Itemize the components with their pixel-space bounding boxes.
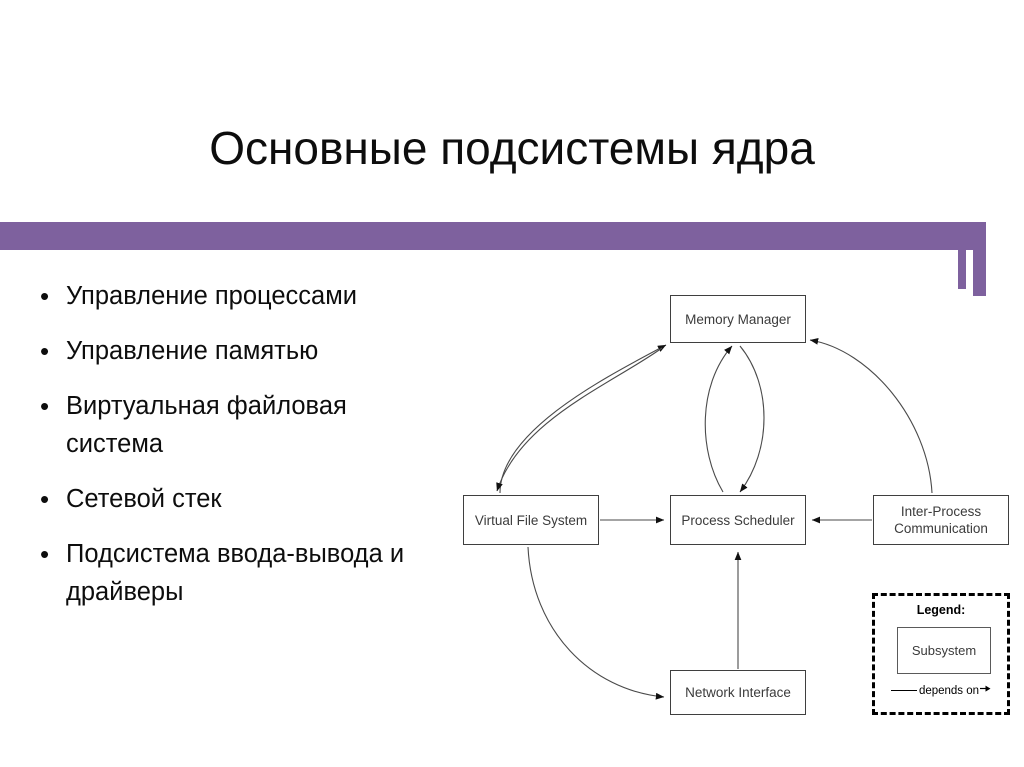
diagram-node-virtual-file-system[interactable]: Virtual File System (463, 495, 599, 545)
list-item: • Подсистема ввода-вывода и драйверы (36, 535, 426, 611)
list-item-label: Виртуальная файловая система (66, 392, 347, 458)
edge-vfs-to-network (527, 546, 665, 700)
legend-title: Legend: (916, 603, 966, 617)
page-title: Основные подсистемы ядра (209, 122, 815, 174)
accent-bar (0, 222, 975, 250)
list-item-label: Управление памятью (66, 337, 319, 365)
legend-line-icon (890, 689, 917, 691)
edge-ipc-to-memory-manager (809, 337, 933, 494)
node-label: Network Interface (685, 685, 791, 700)
node-label: Memory Manager (685, 311, 791, 327)
legend-relation-label: depends on (918, 685, 980, 698)
diagram-node-network-interface[interactable]: Network Interface (670, 670, 806, 715)
edge-memory-manager-to-scheduler (739, 345, 765, 493)
node-label: Process Scheduler (681, 512, 795, 528)
list-item: • Виртуальная файловая система (36, 387, 426, 463)
bullet-list: • Управление процессами • Управление пам… (36, 277, 426, 628)
list-item-label: Подсистема ввода-вывода и драйверы (66, 540, 405, 606)
node-label: Inter-Process Communication (894, 504, 988, 536)
edge-vfs-to-memory-manager (499, 344, 667, 494)
accent-bar-post (973, 222, 986, 296)
accent-bar-tick (958, 222, 966, 289)
legend-sample-node: Subsystem (897, 627, 991, 674)
legend-relation: depends on (875, 684, 1007, 698)
diagram-legend: Legend: Subsystem depends on (872, 593, 1010, 715)
edge-scheduler-to-memory-manager (704, 345, 733, 493)
list-item: • Сетевой стек (36, 480, 426, 518)
list-item-label: Управление процессами (66, 282, 357, 310)
list-item: • Управление памятью (36, 332, 426, 370)
diagram-node-inter-process-communication[interactable]: Inter-Process Communication (873, 495, 1009, 545)
diagram-node-process-scheduler[interactable]: Process Scheduler (670, 495, 806, 545)
bullet-dot-icon: • (40, 281, 50, 311)
kernel-subsystems-diagram: Memory Manager : two opposing curves for… (440, 270, 1024, 740)
diagram-edges: Memory Manager : two opposing curves for… (496, 337, 933, 700)
bullet-dot-icon: • (40, 391, 50, 421)
bullet-dot-icon: • (40, 484, 50, 514)
legend-arrowhead-icon (980, 684, 991, 696)
node-label: Virtual File System (474, 512, 588, 528)
list-item-label: Сетевой стек (66, 485, 222, 513)
bullet-dot-icon: • (40, 539, 50, 569)
diagram-node-memory-manager[interactable]: Memory Manager (670, 295, 806, 343)
edge-memory-manager-to-vfs (496, 347, 663, 492)
list-item: • Управление процессами (36, 277, 426, 315)
bullet-dot-icon: • (40, 336, 50, 366)
legend-sample-node-label: Subsystem (911, 643, 977, 658)
